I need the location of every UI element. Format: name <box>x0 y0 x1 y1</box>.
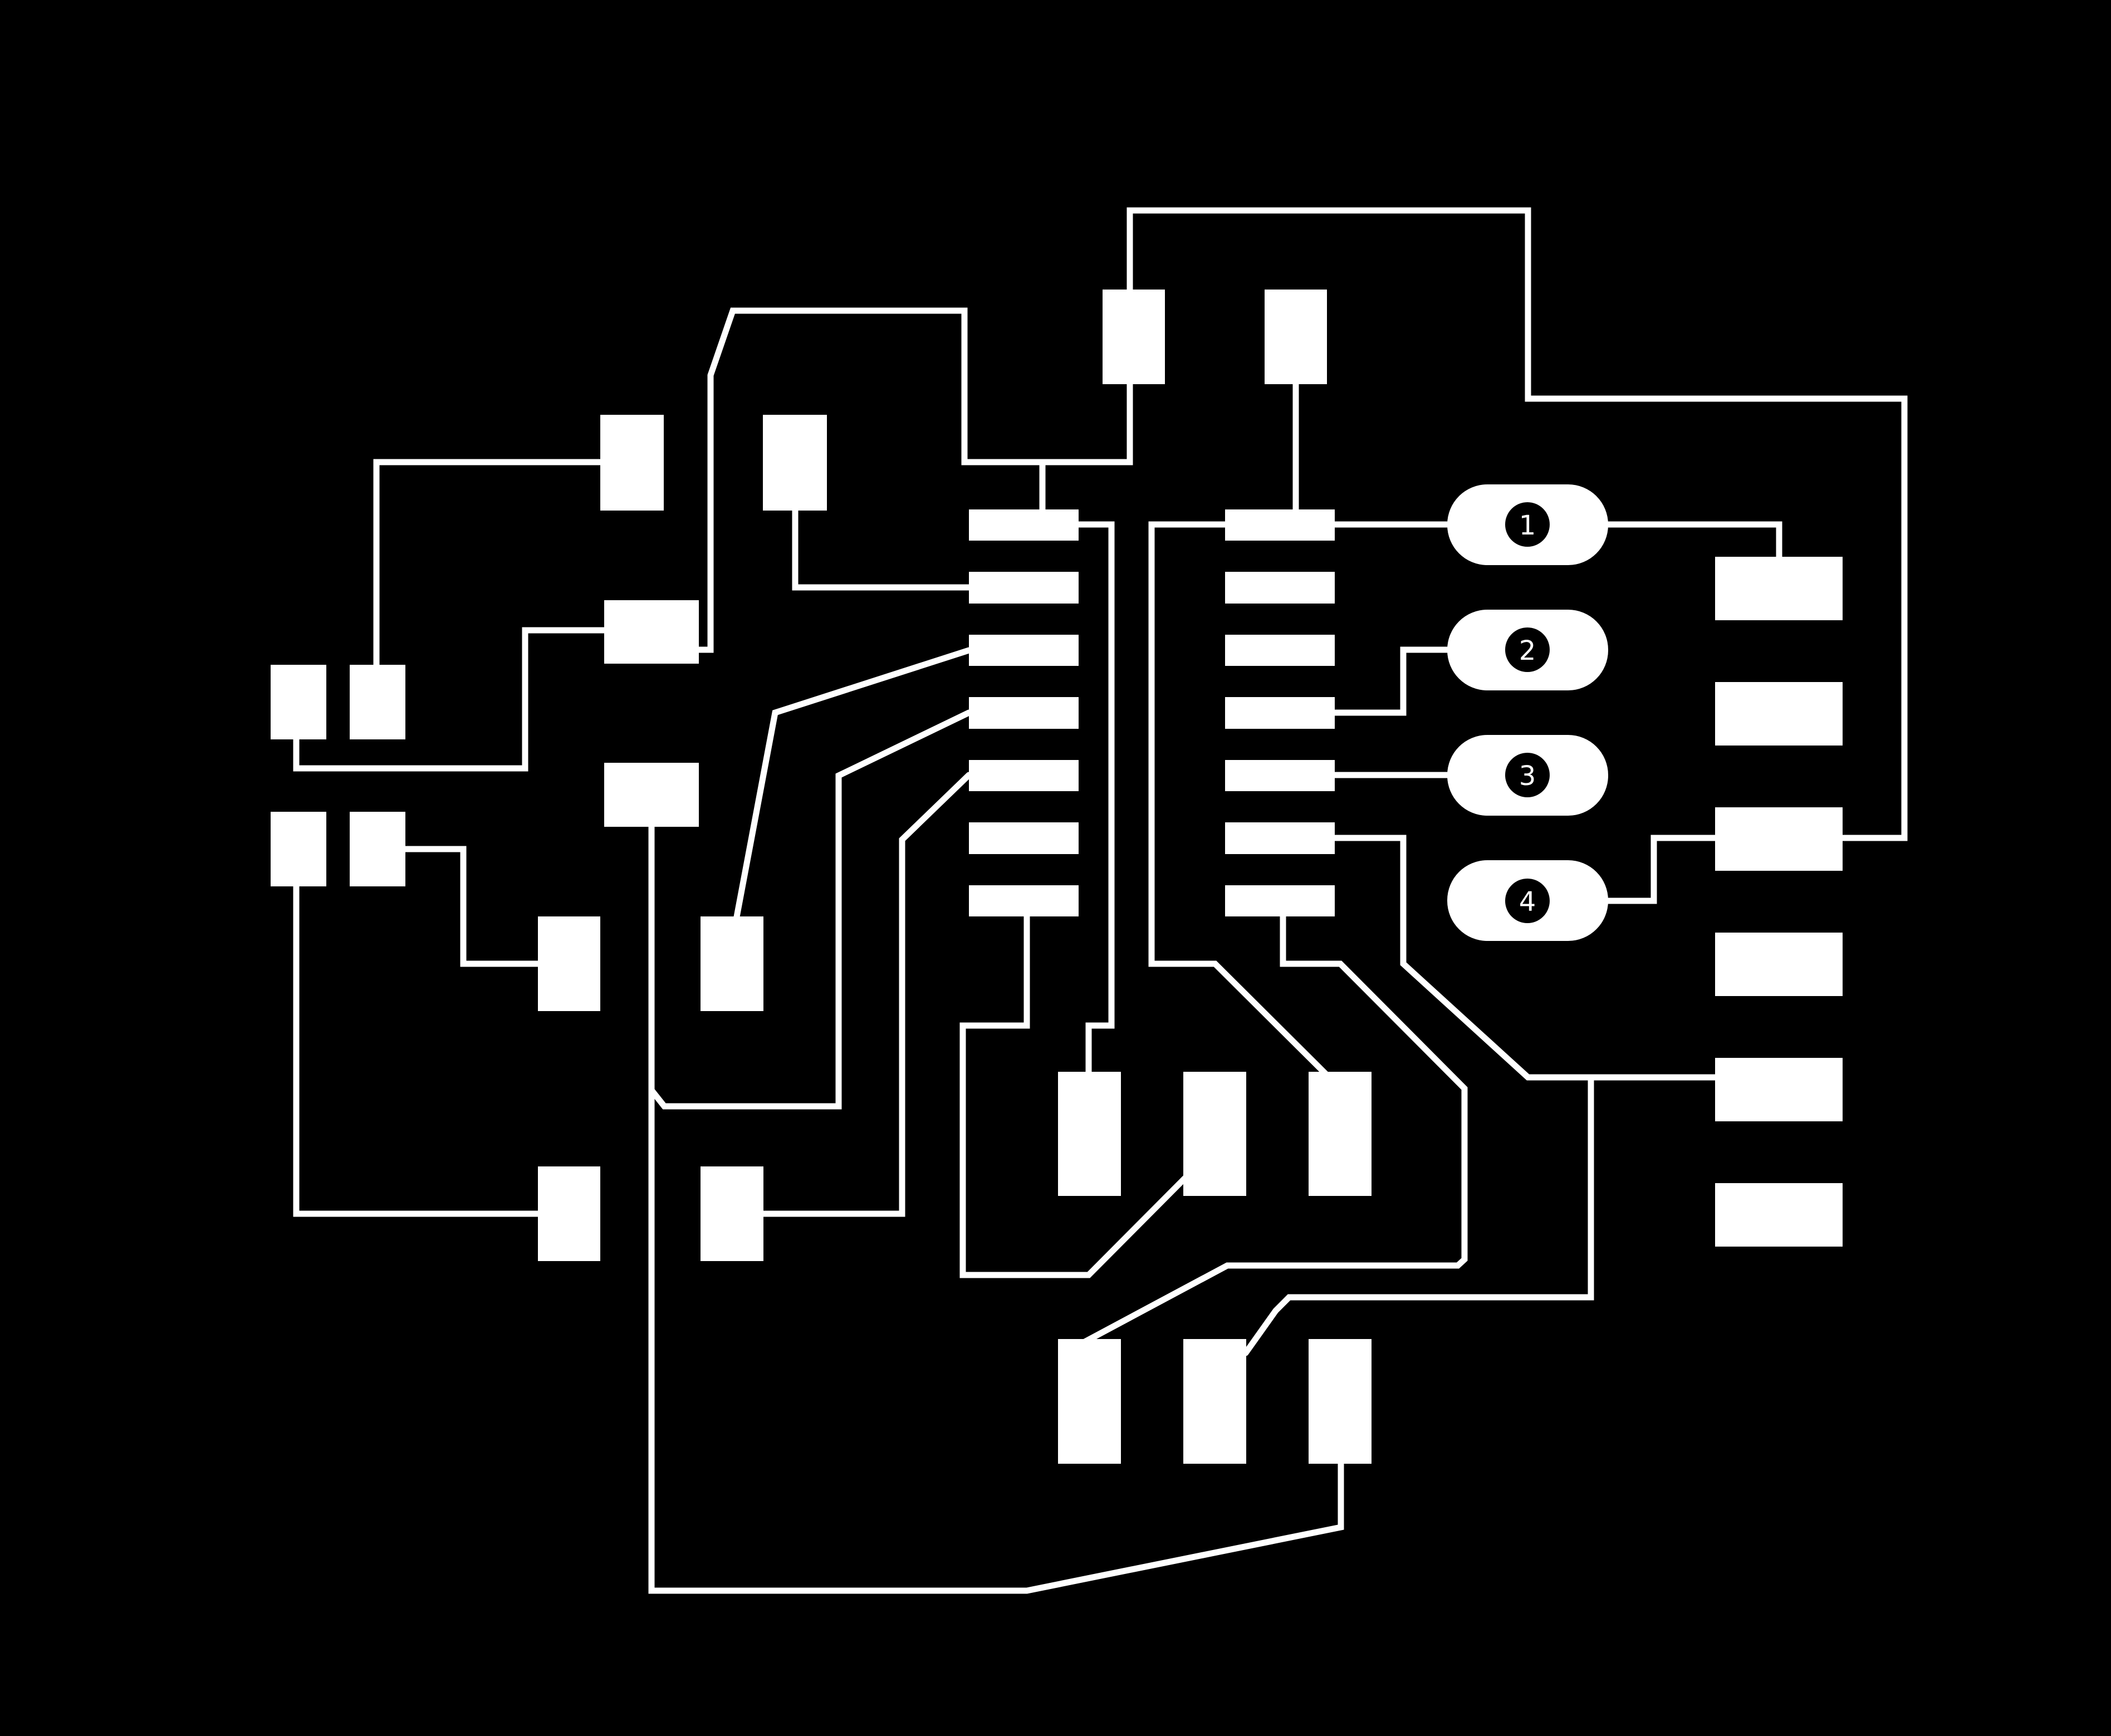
bottom-pad-1c <box>1309 1072 1372 1196</box>
header-pin-1-hole <box>1505 502 1550 547</box>
bottom-pad-2a <box>1058 1339 1121 1464</box>
trace-ic-pin1-down <box>1075 521 1115 1075</box>
left-pad-d <box>701 1166 763 1261</box>
ic-left-pin-7 <box>969 885 1079 916</box>
resistor-pad-b <box>763 415 827 511</box>
header-pin-2-label: 2 <box>1519 635 1536 666</box>
connector-pad-2 <box>1715 682 1843 746</box>
trace-top-loop <box>1126 207 1908 841</box>
header-pin-1: 1 <box>1447 484 1608 565</box>
trace-ric-pin7-down <box>1081 913 1468 1345</box>
header-pin-2-hole <box>1505 627 1550 672</box>
left-pad-c <box>538 1166 600 1261</box>
connector-pad-5 <box>1715 1058 1843 1121</box>
trace-ric-pin4-header2 <box>1328 646 1461 716</box>
ic-left-pin-1 <box>969 509 1079 541</box>
trace-pin5-route <box>758 772 972 1217</box>
small-pad-1 <box>271 665 326 739</box>
traces <box>293 207 1908 1594</box>
mid-pad-lower <box>604 763 699 827</box>
ic-right-pin-3 <box>1225 635 1335 666</box>
small-pad-4 <box>350 812 405 886</box>
header: 1 2 3 4 <box>1447 484 1608 941</box>
trace-small-to-midleft <box>401 846 542 967</box>
trace-pin7-down <box>959 913 1190 1278</box>
header-pin-4-hole <box>1505 879 1550 923</box>
small-pad-2 <box>350 665 405 739</box>
trace-left-vertical <box>293 883 542 1217</box>
trace-connector5-down <box>1242 1074 1594 1356</box>
trace-bottom-loop <box>648 820 1344 1594</box>
ic-left-pin-3 <box>969 635 1079 666</box>
left-pad-a <box>538 916 600 1011</box>
bottom-pad-2b <box>1183 1339 1246 1464</box>
header-pin-4-label: 4 <box>1519 886 1536 918</box>
connector-pad-3 <box>1715 807 1843 871</box>
ic-left-pin-6 <box>969 822 1079 854</box>
bottom-pad-2c <box>1309 1339 1372 1464</box>
connector-pad-4 <box>1715 933 1843 996</box>
trace-header4-connector <box>1593 835 1724 904</box>
trace-pin4-route <box>648 709 972 1110</box>
trace-resistor-left <box>373 459 608 670</box>
bottom-pad-1b <box>1183 1072 1246 1196</box>
left-pad-b <box>701 916 763 1011</box>
header-pin-1-label: 1 <box>1519 510 1536 541</box>
trace-ric-left-loop <box>1148 521 1331 1079</box>
trace-pin3-to-pad <box>733 647 972 923</box>
header-pin-3: 3 <box>1447 735 1608 816</box>
connector-pad-6 <box>1715 1183 1843 1247</box>
ic-right-pin-1 <box>1225 509 1335 541</box>
header-pin-3-hole <box>1505 753 1550 797</box>
header-pin-3-label: 3 <box>1519 761 1536 792</box>
ic-left-pin-2 <box>969 572 1079 604</box>
resistor-pad-a <box>600 415 664 511</box>
bottom-pad-1a <box>1058 1072 1121 1196</box>
trace-cap-to-ic-pin1 <box>693 307 1133 653</box>
ic-right-pin-6 <box>1225 822 1335 854</box>
top-cap-pad-right <box>1265 290 1327 384</box>
ic-right-pin-2 <box>1225 572 1335 604</box>
header-pin-4: 4 <box>1447 860 1608 941</box>
ic-left-pin-4 <box>969 697 1079 729</box>
ic-right-pin-4 <box>1225 697 1335 729</box>
connector-pad-1 <box>1715 557 1843 620</box>
pads <box>271 290 1843 1464</box>
top-cap-pad-left <box>1103 290 1165 384</box>
mid-pad-upper <box>604 600 699 664</box>
ic-left-pin-5 <box>969 760 1079 791</box>
ic-right-pin-5 <box>1225 760 1335 791</box>
small-pad-3 <box>271 812 326 886</box>
ic-right-pin-7 <box>1225 885 1335 916</box>
header-pin-2: 2 <box>1447 610 1608 690</box>
trace-resistor-to-pin2 <box>792 503 972 591</box>
trace-pad-route-a <box>293 627 608 772</box>
trace-header1-to-connector <box>1593 521 1782 560</box>
